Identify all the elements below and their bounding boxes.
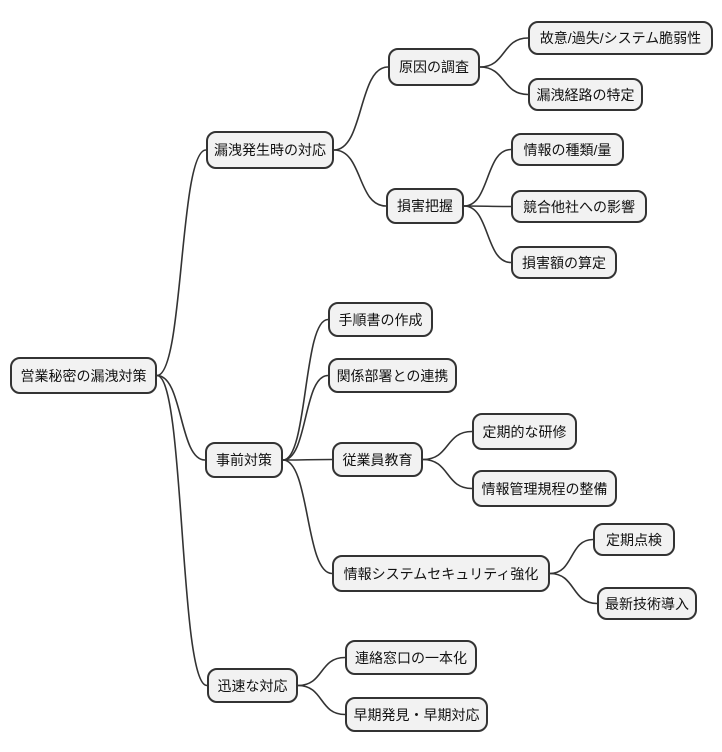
node-root: 営業秘密の漏洩対策 xyxy=(10,357,157,394)
edge-damage-info-type xyxy=(463,148,512,207)
edge-advance-dept xyxy=(282,374,329,461)
edge-cause-intentional xyxy=(479,37,529,68)
node-early-detection-response: 早期発見・早期対応 xyxy=(345,697,488,732)
edge-leak-response-cause xyxy=(333,66,389,151)
edge-cause-leak-route xyxy=(479,66,529,96)
edge-advance-security xyxy=(282,459,333,575)
edge-employee-training xyxy=(422,430,473,461)
node-leak-route-identification: 漏洩経路の特定 xyxy=(528,78,643,111)
edge-rapid-contact xyxy=(297,656,346,687)
edge-root-advance-measures xyxy=(156,374,206,461)
edge-root-leak-response xyxy=(156,149,207,377)
node-procedure-manual: 手順書の作成 xyxy=(328,302,433,337)
edge-advance-procedure xyxy=(282,318,329,461)
node-damage-assessment: 損害把握 xyxy=(386,188,464,224)
node-department-cooperation: 関係部署との連携 xyxy=(328,358,457,393)
node-intentional-negligence-vulnerability: 故意/過失/システム脆弱性 xyxy=(528,21,713,55)
edge-advance-employee xyxy=(282,458,333,461)
edge-damage-competitor xyxy=(463,205,512,208)
node-employee-education: 従業員教育 xyxy=(332,442,423,477)
node-system-security-strengthening: 情報システムセキュリティ強化 xyxy=(332,555,550,592)
edge-security-latest-tech xyxy=(549,572,598,605)
edge-security-inspection xyxy=(549,538,594,575)
node-regular-inspection: 定期点検 xyxy=(593,523,675,556)
node-contact-unification: 連絡窓口の一本化 xyxy=(345,640,477,675)
node-regular-training: 定期的な研修 xyxy=(472,413,577,450)
node-info-management-rules: 情報管理規程の整備 xyxy=(472,470,617,507)
edge-leak-response-damage xyxy=(333,149,387,207)
edge-rapid-early xyxy=(297,684,346,716)
node-info-type-amount: 情報の種類/量 xyxy=(511,133,624,166)
node-competitor-impact: 競合他社への影響 xyxy=(511,190,647,223)
node-damage-calculation: 損害額の算定 xyxy=(511,246,617,279)
node-rapid-response: 迅速な対応 xyxy=(207,668,298,703)
node-latest-technology: 最新技術導入 xyxy=(597,587,697,620)
edge-root-rapid-response xyxy=(156,374,208,687)
node-advance-measures: 事前対策 xyxy=(205,442,283,478)
node-cause-investigation: 原因の調査 xyxy=(388,48,480,86)
node-leak-response: 漏洩発生時の対応 xyxy=(206,131,334,169)
edge-employee-rules xyxy=(422,458,473,490)
edge-damage-calc xyxy=(463,205,512,264)
